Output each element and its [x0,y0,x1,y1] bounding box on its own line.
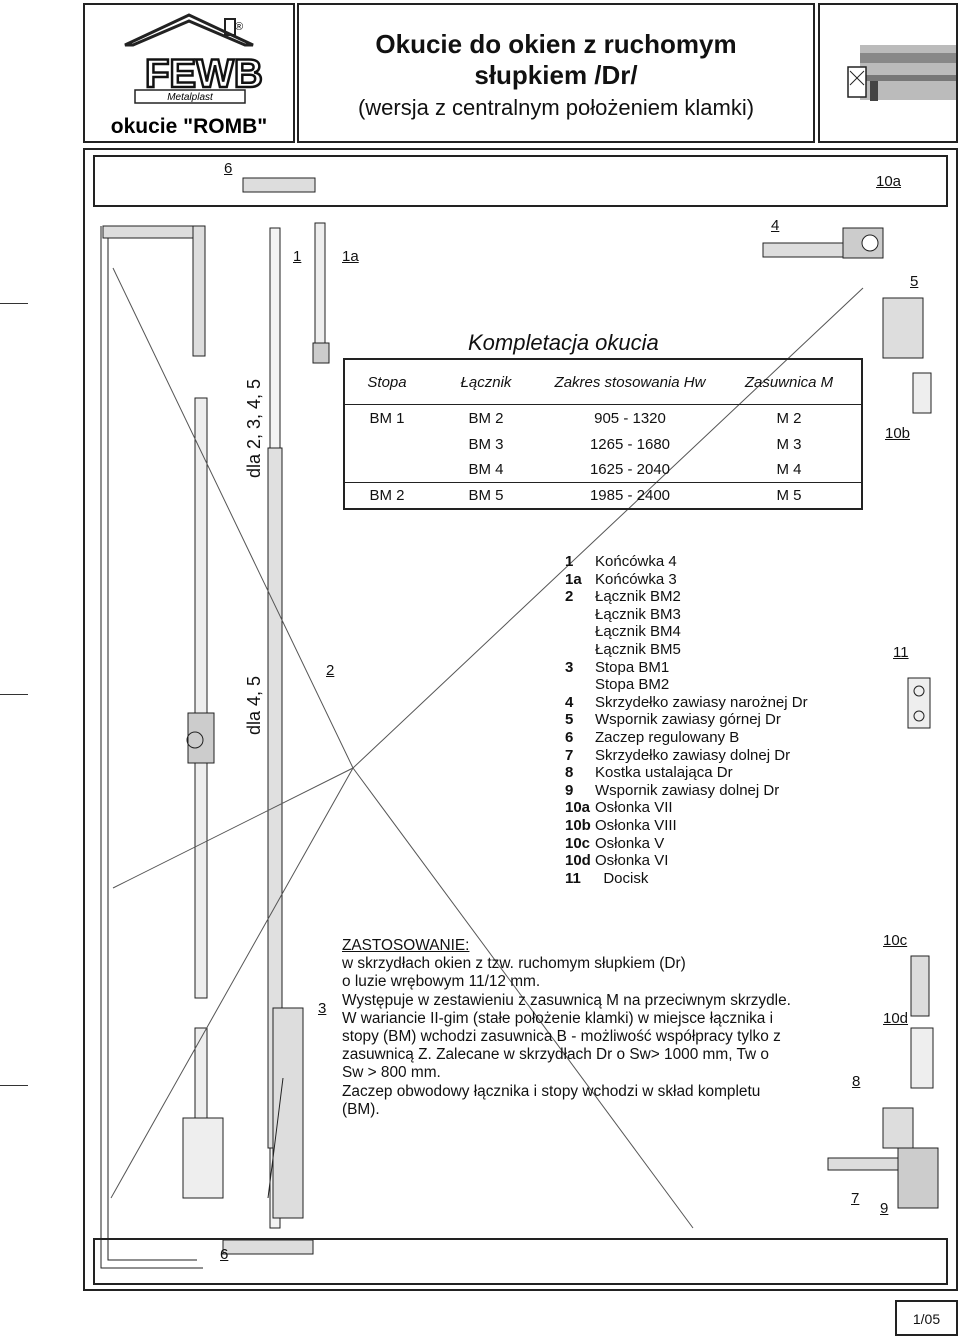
table-cell: BM 2 [369,486,405,504]
logo-box: ® FEWB Metalplast okucie "ROMB" [83,3,295,143]
part-label-9: 9 [880,1200,889,1217]
legend-item: 11 Docisk [565,869,649,887]
svg-text:Metalplast: Metalplast [167,92,214,103]
table-cell: M 4 [776,460,802,478]
top-strip-frame [93,155,948,207]
subtitle: (wersja z centralnym położeniem klamki) [357,95,755,120]
application-line: (BM). [342,1100,380,1118]
table-header: Zasuwnica M [717,358,862,405]
table-cell: M 3 [776,435,802,453]
table-cell: BM 3 [468,435,504,453]
svg-text:okucie "ROMB": okucie "ROMB" [111,115,267,138]
profile-section-image [847,45,956,101]
table-header: Stopa [344,358,429,405]
part-label-1a: 1a [342,248,359,265]
part-label-10b: 10b [885,425,911,442]
title-line-1: Okucie do okien z ruchomym [375,29,737,59]
part-label-5: 5 [910,273,919,290]
table-cell [344,432,429,457]
table-cell: BM 2 [468,409,504,427]
margin-mark [0,1085,28,1086]
table-cell: M 5 [776,486,802,504]
table-cell: M 2 [776,409,802,427]
profile-thumbnail-box [818,3,958,143]
table-cell: 1985 - 2400 [589,486,671,504]
kompletacja-table: Stopa Łącznik Zakres stosowania Hw Zasuw… [343,358,863,510]
part-label-7: 7 [851,1190,860,1207]
legend-item: Łącznik BM3 [595,605,681,623]
application-heading: ZASTOSOWANIE: [342,937,470,954]
table-cell [344,457,429,483]
part-label-10a: 10a [876,173,902,190]
application-line: zasuwnicą Z. Zalecane w skrzydłach Dr o … [342,1046,769,1064]
table-header-row: Stopa Łącznik Zakres stosowania Hw Zasuw… [344,358,862,405]
table-cell: 1625 - 2040 [589,460,671,478]
table-cell: 1265 - 1680 [589,435,671,453]
part-label-8: 8 [852,1073,861,1090]
part-label-6-bottom: 6 [220,1246,229,1263]
table-header: Zakres stosowania Hw [543,358,717,405]
legend-item: Stopa BM2 [595,676,670,694]
table-row: BM 1 BM 2 905 - 1320 M 2 [344,405,862,432]
bottom-strip-frame [93,1238,948,1285]
svg-text:®: ® [235,21,243,33]
legend-item: Łącznik BM4 [595,623,681,641]
title-box: Okucie do okien z ruchomym słupkiem /Dr/… [297,3,815,143]
application-line: Sw > 800 mm. [342,1064,441,1082]
margin-mark [0,694,28,695]
table-cell: 905 - 1320 [594,409,666,427]
part-label-11: 11 [893,644,909,661]
hardware-technical-drawing [100,177,939,1269]
table-title: Kompletacja okucia [468,330,659,355]
part-label-10c: 10c [883,932,908,949]
table-row: BM 3 1265 - 1680 M 3 [344,432,862,457]
application-line: Zaczep obwodowy łącznika i stopy wchodzi… [342,1082,761,1100]
application-line: w skrzydłach okien z tzw. ruchomym słupk… [342,955,686,973]
part-label-2: 2 [326,662,335,679]
table-cell: BM 5 [468,486,504,504]
part-label-10d: 10d [883,1010,909,1027]
table-header: Łącznik [429,358,543,405]
margin-mark [0,303,28,304]
application-line: o luzie wrębowym 11/12 mm. [342,973,541,991]
table-row: BM 2 BM 5 1985 - 2400 M 5 [344,482,862,509]
table-cell: BM 4 [468,460,504,478]
table-cell: BM 1 [369,409,405,427]
applicability-label-top: dla 2, 3, 4, 5 [244,378,264,478]
part-label-3: 3 [318,1000,327,1017]
company-logo: ® FEWB Metalplast okucie "ROMB" [111,13,267,138]
table-row: BM 4 1625 - 2040 M 4 [344,457,862,483]
part-label-1: 1 [293,248,302,265]
application-line: Występuje w zestawieniu z zasuwnicą M na… [342,991,791,1009]
application-notes: ZASTOSOWANIE: w skrzydłach okien z tzw. … [342,937,862,1119]
part-label-6-top: 6 [224,160,233,177]
application-line: stopy (BM) wchodzi zasuwnica B - możliwo… [342,1028,781,1046]
drawing-frame [83,148,958,1291]
legend-item: Łącznik BM5 [595,640,681,658]
applicability-label-bottom: dla 4, 5 [244,675,264,735]
application-line: W wariancie II-gim (stałe położenie klam… [342,1009,774,1027]
page-number: 1/05 [895,1300,958,1336]
title-line-2: słupkiem /Dr/ [474,60,638,90]
part-label-4: 4 [771,217,780,234]
